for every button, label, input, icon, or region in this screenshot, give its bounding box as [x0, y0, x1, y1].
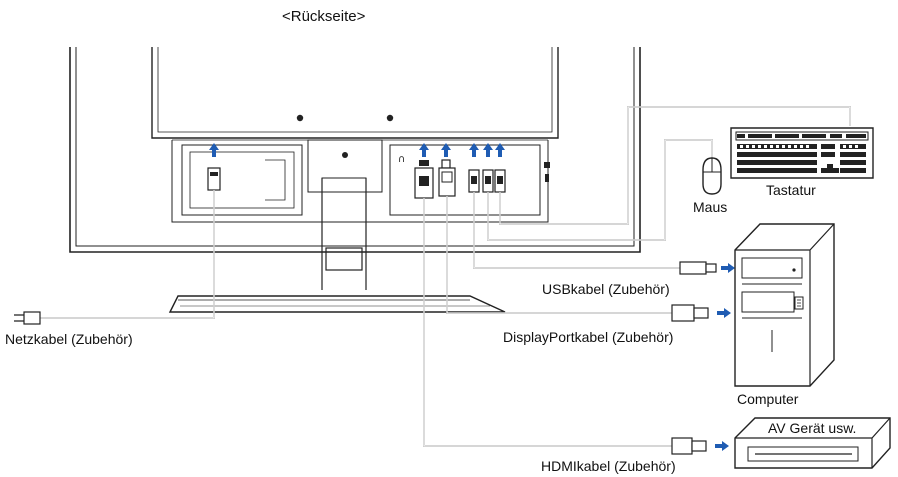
computer-label: Computer	[737, 391, 799, 407]
lock-icon	[544, 162, 550, 168]
av-device-icon	[734, 417, 891, 469]
diagram-title: <Rückseite>	[282, 8, 366, 25]
mouse-icon	[702, 157, 722, 195]
mouse-label: Maus	[693, 199, 728, 215]
stand-mount	[307, 139, 383, 193]
monitor-back: ∩	[69, 47, 641, 313]
displayport-cable	[438, 167, 709, 322]
screw-hole	[296, 114, 304, 122]
screw-hole	[386, 114, 394, 122]
computer-icon	[734, 223, 835, 387]
power-cable-label: Netzkabel (Zubehör)	[5, 331, 133, 347]
io-panel	[389, 144, 541, 216]
keyboard-icon	[730, 127, 874, 179]
arrow-hdmi-out	[715, 441, 729, 451]
stand-base	[168, 295, 506, 313]
keyboard-label: Tastatur	[766, 182, 816, 198]
hdmi-cable-label: HDMIkabel (Zubehör)	[541, 458, 676, 474]
usb-cable-label: USBkabel (Zubehör)	[542, 281, 670, 297]
arrow-dp-out	[717, 308, 731, 318]
displayport-cable-label: DisplayPortkabel (Zubehör)	[503, 329, 674, 345]
hdmi-cable	[414, 167, 707, 455]
arrow-usb-out	[721, 263, 735, 273]
usb-cable	[468, 169, 717, 275]
av-device-label: AV Gerät usw.	[768, 420, 857, 436]
svg-text:∩: ∩	[398, 154, 405, 165]
power-cable	[14, 167, 221, 325]
power-port-panel	[181, 144, 303, 216]
usb-peripheral-cables	[482, 106, 851, 241]
stand-clip	[325, 247, 363, 271]
